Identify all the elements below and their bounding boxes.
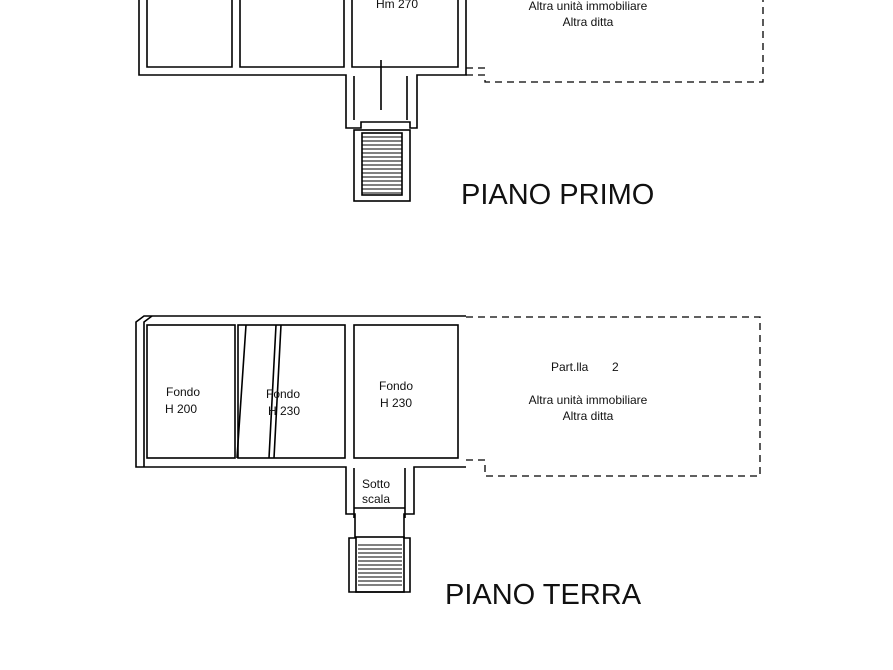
first-floor-neighbor-line2: Altra ditta [563,15,614,29]
ground-room-2-name: Fondo [266,387,300,401]
first-floor-room-height: Hm 270 [376,0,418,11]
under-stairs-closet [353,468,406,518]
ground-floor-outer-wall-inner [143,315,153,467]
first-floor-neighbor-line1: Altra unità immobiliare [529,0,648,13]
ground-floor-staircase [355,536,405,593]
parcel-number: 2 [612,360,619,374]
ground-floor-neighbor-boundary [466,316,761,477]
ground-room-2-walls [237,324,346,459]
first-floor-stair-well [353,60,408,120]
first-floor-staircase-inner [361,132,403,196]
ground-room-1-name: Fondo [166,385,200,399]
ground-room-2-height: H 230 [268,404,300,418]
parcel-label: Part.lla [551,360,589,374]
ground-floor-stair-steps [358,544,402,586]
first-floor-stair-steps [362,136,402,194]
ground-floor-outer-wall [135,315,466,593]
ground-floor-neighbor-line1: Altra unità immobiliare [529,393,648,407]
ground-floor-neighbor-line2: Altra ditta [563,409,614,423]
ground-room-1-walls [146,324,236,459]
first-floor-plan: Hm 270 Altra unità immobiliare Altra dit… [138,0,764,211]
first-floor-outer-wall [138,0,467,129]
ground-room-2-partition [236,324,282,459]
first-floor-inner-wall [146,0,459,68]
ground-floor-plan: Fondo H 200 Fondo H 230 Fondo H 230 Sott… [135,315,761,611]
ground-room-3-name: Fondo [379,379,413,393]
ground-room-1-height: H 200 [165,402,197,416]
first-floor-neighbor-boundary [466,0,764,83]
ground-floor-title: PIANO TERRA [445,579,642,611]
ground-room-3-walls [353,324,459,459]
ground-room-3-height: H 230 [380,396,412,410]
under-stairs-label-line1: Sotto [362,477,390,491]
first-floor-title: PIANO PRIMO [461,179,654,211]
under-stairs-label-line2: scala [362,492,390,506]
first-floor-staircase [353,129,411,202]
